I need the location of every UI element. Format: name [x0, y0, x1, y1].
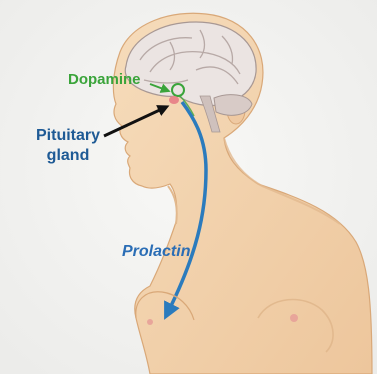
pituitary-gland-label: Pituitary gland	[36, 126, 100, 166]
pituitary-gland	[169, 96, 179, 104]
nipple-right	[290, 314, 298, 322]
prolactin-label: Prolactin	[122, 243, 190, 261]
pituitary-label-line2: gland	[36, 146, 100, 166]
dopamine-label: Dopamine	[68, 71, 141, 88]
nipple-left	[147, 319, 153, 325]
pituitary-label-line1: Pituitary	[36, 126, 100, 146]
